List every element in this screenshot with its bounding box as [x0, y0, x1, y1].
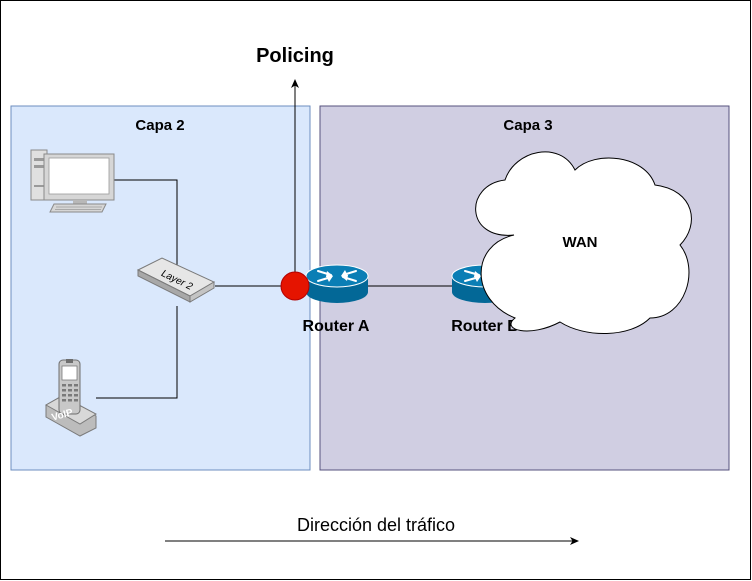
router-a-label: Router A: [303, 318, 370, 335]
layer2-zone-label: Capa 2: [135, 117, 184, 134]
router-b-label: Router B: [451, 318, 519, 335]
layer3-zone-label: Capa 3: [503, 117, 552, 134]
phone-link: [96, 306, 178, 399]
wan-cloud-icon: WAN: [475, 151, 692, 335]
desktop-computer-icon: [30, 149, 115, 213]
traffic-direction-label: Dirección del tráfico: [297, 515, 455, 535]
router-a-icon: [305, 264, 369, 303]
voip-phone-icon: VoIP: [44, 359, 98, 437]
layer2-switch-icon: Layer 2: [136, 257, 216, 303]
pc-link: [112, 179, 178, 266]
voip-phone-label: VoIP: [51, 407, 75, 423]
wan-label: WAN: [563, 234, 598, 251]
policing-label: Policing: [256, 45, 334, 67]
policing-point-marker: [280, 271, 310, 301]
